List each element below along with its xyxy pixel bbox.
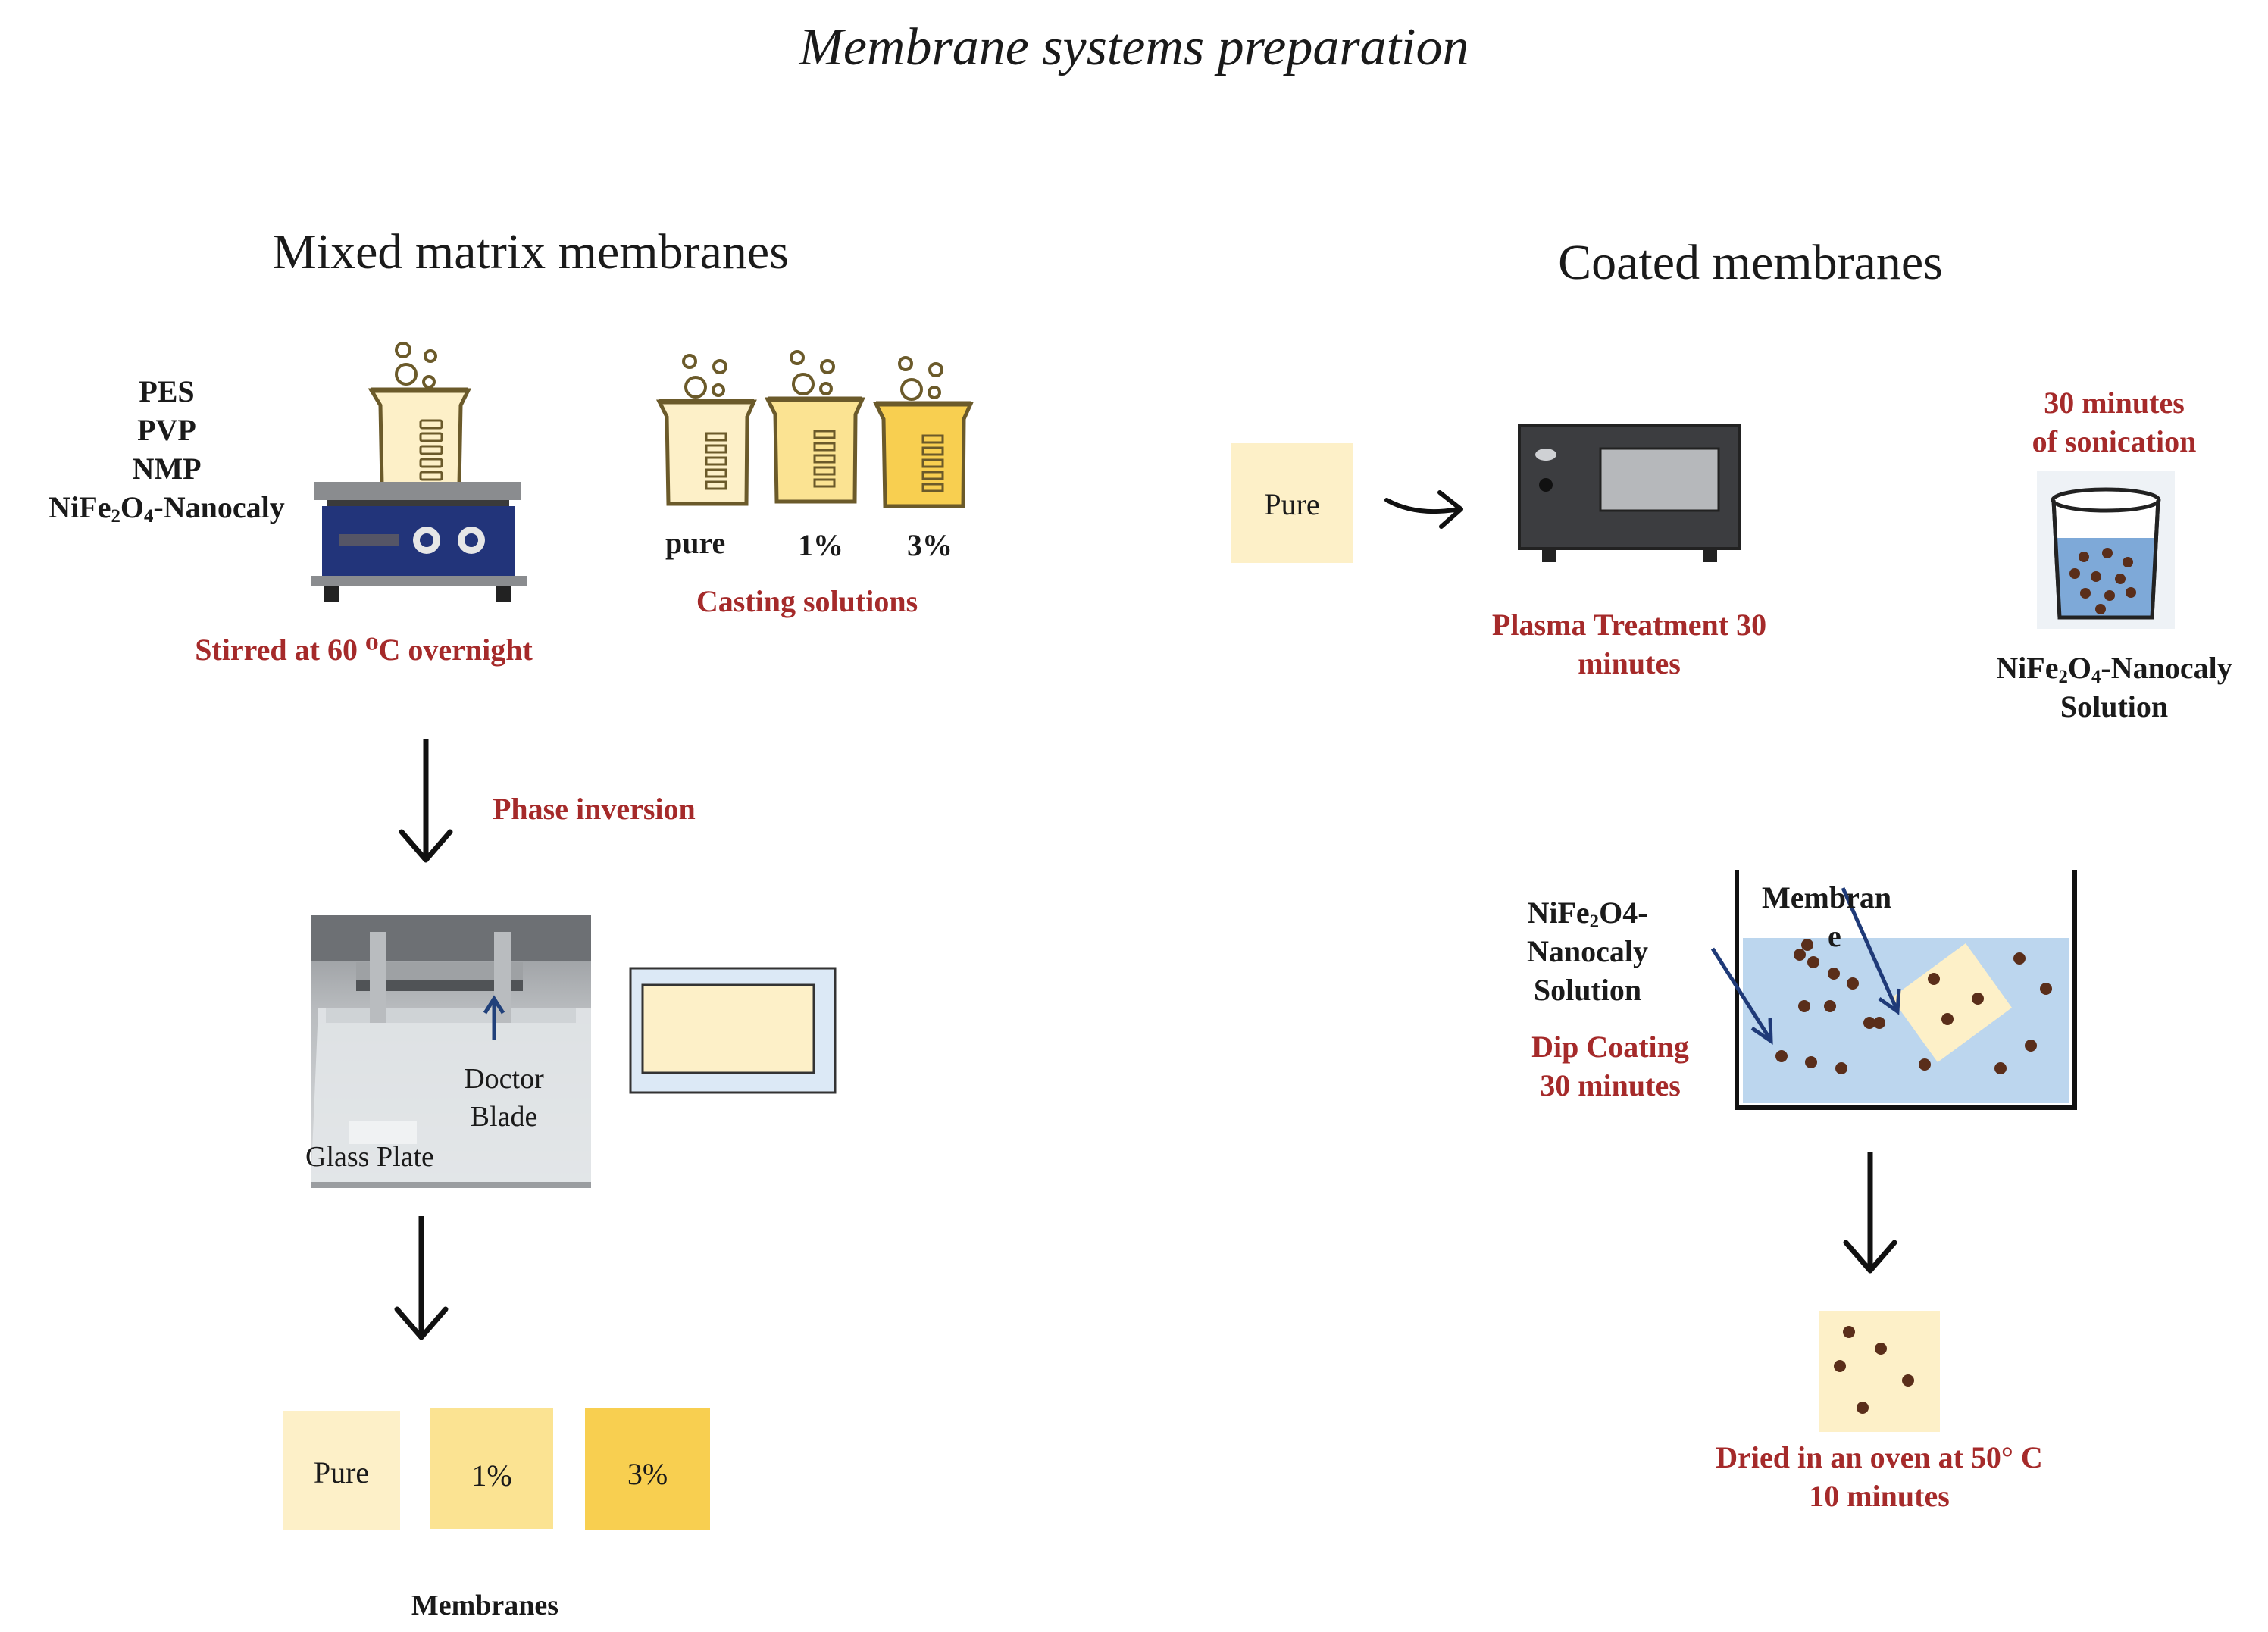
membrane-label-1pct: 1% (471, 1458, 512, 1493)
coated-pure-tile (1231, 443, 1353, 563)
nanoclay-solution-label: NiFe2O4-Nanocaly (1996, 651, 2232, 688)
stir-label: Stirred at 60 ⁰C overnight (195, 633, 533, 667)
dip-coating-label-line1: Dip Coating (1531, 1030, 1689, 1064)
phase-inversion-label: Phase inversion (493, 792, 696, 826)
plasma-label-line2: minutes (1578, 646, 1681, 680)
membranes-label: Membranes (411, 1590, 559, 1621)
membrane-label-pure: Pure (313, 1455, 370, 1490)
down-arrow-icon (1843, 1152, 1897, 1274)
sonication-label-line1: 30 minutes (2044, 386, 2185, 420)
dip-coating-label-line2: 30 minutes (1540, 1068, 1681, 1102)
sonication-label-line2: of sonication (2032, 424, 2197, 458)
nanoclay-solution-label-line2: Solution (2060, 689, 2169, 724)
hot-plate-stirrer-icon (311, 342, 527, 602)
casting-beaker-1pct-icon (764, 350, 865, 504)
right-arrow-icon (1384, 490, 1463, 529)
coated-membranes-heading: Coated membranes (1558, 235, 1943, 290)
doctor-blade-photo (311, 915, 591, 1188)
plasma-oven-icon (1518, 424, 1741, 562)
dried-label-line2: 10 minutes (1809, 1479, 1950, 1513)
doctor-blade-label-line2: Blade (470, 1101, 538, 1133)
ingredient-nanoclay: NiFe2O4-Nanocaly (48, 490, 285, 527)
ingredient-pvp: PVP (137, 413, 196, 447)
glass-plate-label: Glass Plate (305, 1141, 434, 1173)
beaker-label-pure: pure (665, 526, 726, 560)
membrane-tile-pure (283, 1411, 400, 1530)
dried-label-line1: Dried in an oven at 50° C (1716, 1440, 2043, 1474)
doctor-blade-label-line1: Doctor (464, 1063, 544, 1095)
plasma-label-line1: Plasma Treatment 30 (1491, 608, 1767, 642)
casting-solutions-label: Casting solutions (696, 584, 918, 618)
ingredient-nmp: NMP (132, 452, 202, 486)
membrane-label-3pct: 3% (627, 1457, 668, 1491)
beaker-label-1pct: 1% (798, 528, 843, 562)
casting-beaker-pure-icon (655, 354, 757, 506)
mixed-matrix-heading: Mixed matrix membranes (272, 224, 789, 280)
casting-beaker-3pct-icon (872, 356, 974, 508)
coated-pure-label: Pure (1264, 487, 1320, 521)
membrane-tile-3pct (585, 1408, 710, 1530)
dip-solution-label-line3: Solution (1533, 973, 1642, 1007)
membrane-callout-line1: Membran (1762, 880, 1892, 914)
down-arrow-icon (394, 1216, 449, 1340)
dip-coating-tank-icon (1710, 870, 2077, 1110)
dip-solution-label-line1: NiFe2O4- (1527, 896, 1648, 933)
sonication-beaker-icon (2037, 471, 2175, 629)
coated-membrane-tile (1819, 1311, 1940, 1432)
membrane-tile-1pct (430, 1408, 553, 1529)
membrane-callout-line2: e (1828, 919, 1841, 953)
beaker-label-3pct: 3% (907, 528, 953, 562)
down-arrow-icon (399, 739, 453, 863)
dip-solution-label-line2: Nanocaly (1527, 934, 1648, 968)
cast-film-icon (629, 967, 837, 1094)
ingredient-pes: PES (139, 374, 195, 408)
page-title: Membrane systems preparation (799, 18, 1469, 77)
